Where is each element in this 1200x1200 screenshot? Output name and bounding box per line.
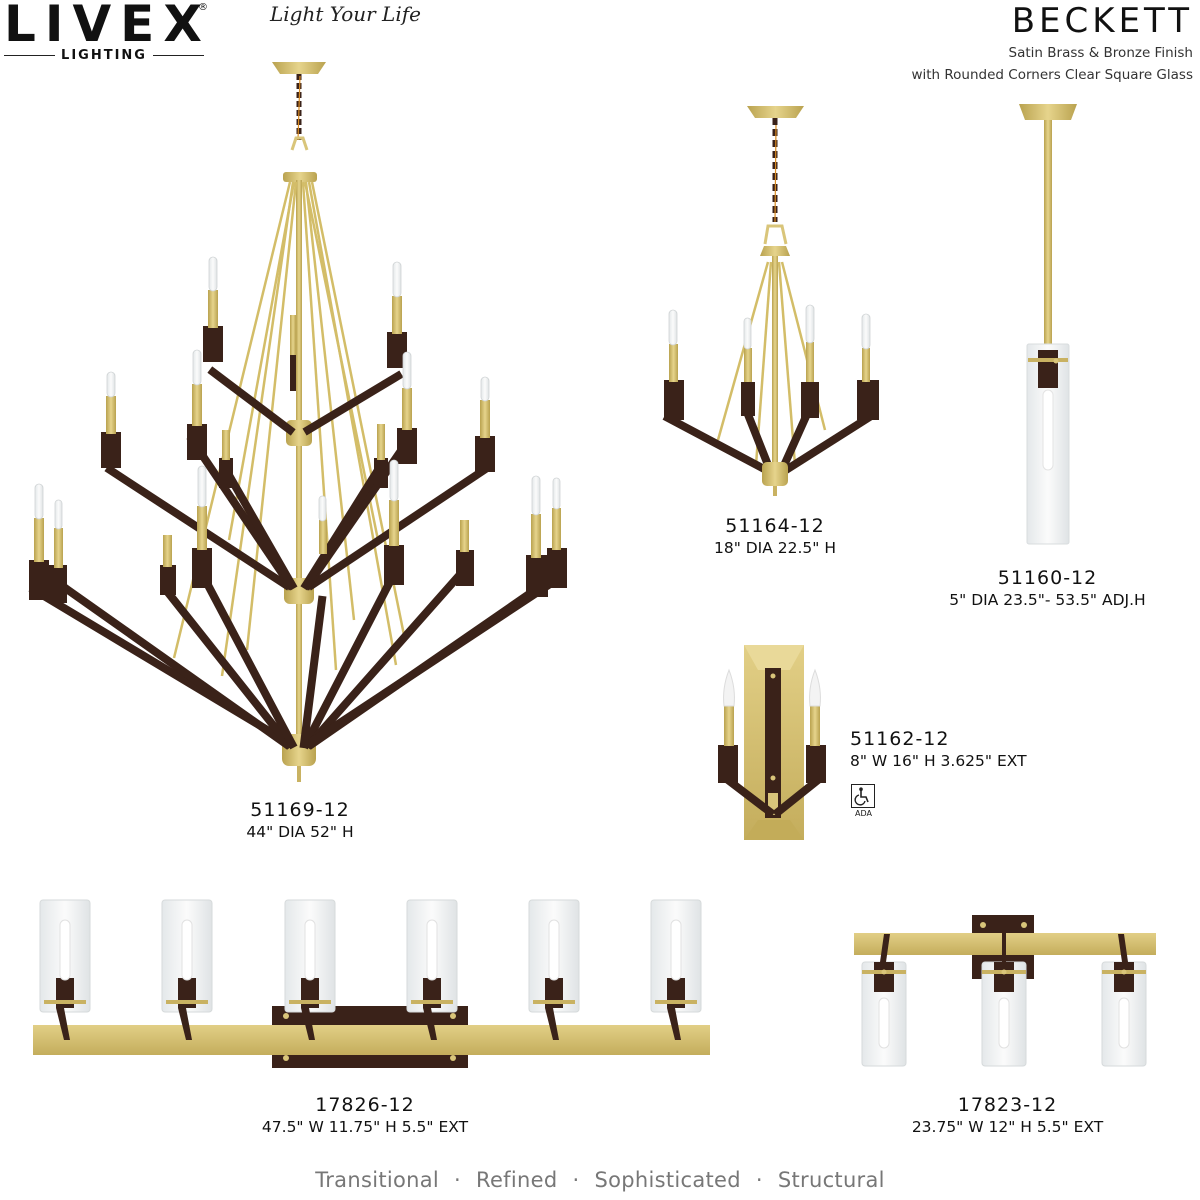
dimensions: 23.75" W 12" H 5.5" EXT	[911, 1118, 1104, 1136]
collection-name: BECKETT	[1011, 1, 1193, 41]
dimensions: 44" DIA 52" H	[246, 823, 354, 841]
brand-tagline: Light Your Life	[270, 2, 421, 26]
pendant-51160-12-image	[1019, 104, 1077, 545]
keyword-sophisticated: Sophisticated	[594, 1168, 741, 1192]
dimensions: 47.5" W 11.75" H 5.5" EXT	[261, 1118, 469, 1136]
separator-dot: ·	[755, 1168, 763, 1192]
product-label-51164-12: 51164-12 18" DIA 22.5" H	[690, 514, 860, 558]
sku: 17826-12	[315, 1094, 415, 1116]
chandelier-51169-12-image	[28, 62, 567, 782]
product-label-51162-12: 51162-12 8" W 16" H 3.625" EXT	[850, 727, 1070, 771]
logo-rule-right	[152, 54, 204, 56]
dimensions: 8" W 16" H 3.625" EXT	[850, 752, 1027, 770]
vanity-6-shades	[39, 899, 702, 1040]
chandelier-51164-12-image	[662, 106, 879, 496]
logo-subtext: LIGHTING	[61, 47, 147, 63]
logo-subline: LIGHTING	[4, 47, 204, 63]
sku: 51160-12	[997, 567, 1098, 589]
dimensions: 5" DIA 23.5"- 53.5" ADJ.H	[949, 591, 1146, 609]
livex-logo: LIVEX ® LIGHTING	[4, 0, 209, 66]
registered-mark: ®	[198, 2, 208, 13]
logo-wordmark: LIVEX	[4, 0, 211, 53]
product-label-17823-12: 17823-12 23.75" W 12" H 5.5" EXT	[880, 1093, 1135, 1137]
sku: 51169-12	[250, 799, 350, 821]
product-label-17826-12: 17826-12 47.5" W 11.75" H 5.5" EXT	[200, 1093, 530, 1137]
finish-description-1: Satin Brass & Bronze Finish	[1008, 45, 1193, 61]
finish-description-2: with Rounded Corners Clear Square Glass	[911, 67, 1193, 83]
dimensions: 18" DIA 22.5" H	[713, 539, 837, 557]
vanity-17826-12-image	[33, 899, 710, 1068]
product-label-51160-12: 51160-12 5" DIA 23.5"- 53.5" ADJ.H	[925, 566, 1170, 610]
collection-header: BECKETT Satin Brass & Bronze Finish with…	[911, 0, 1193, 86]
sku: 51164-12	[725, 515, 825, 537]
separator-dot: ·	[572, 1168, 580, 1192]
keyword-refined: Refined	[476, 1168, 558, 1192]
sconce-51162-12-image	[718, 645, 826, 840]
style-keywords: Transitional · Refined · Sophisticated ·…	[0, 1168, 1200, 1192]
keyword-structural: Structural	[777, 1168, 885, 1192]
keyword-transitional: Transitional	[315, 1168, 440, 1192]
ada-compliant-badge: ADA	[851, 784, 877, 818]
logo-rule-left	[4, 54, 56, 56]
ada-label: ADA	[855, 809, 872, 818]
vanity-17823-12-image	[854, 915, 1156, 1067]
sku: 17823-12	[957, 1094, 1058, 1116]
sku: 51162-12	[850, 728, 950, 750]
wheelchair-icon	[851, 784, 875, 808]
separator-dot: ·	[454, 1168, 462, 1192]
product-label-51169-12: 51169-12 44" DIA 52" H	[200, 798, 400, 842]
